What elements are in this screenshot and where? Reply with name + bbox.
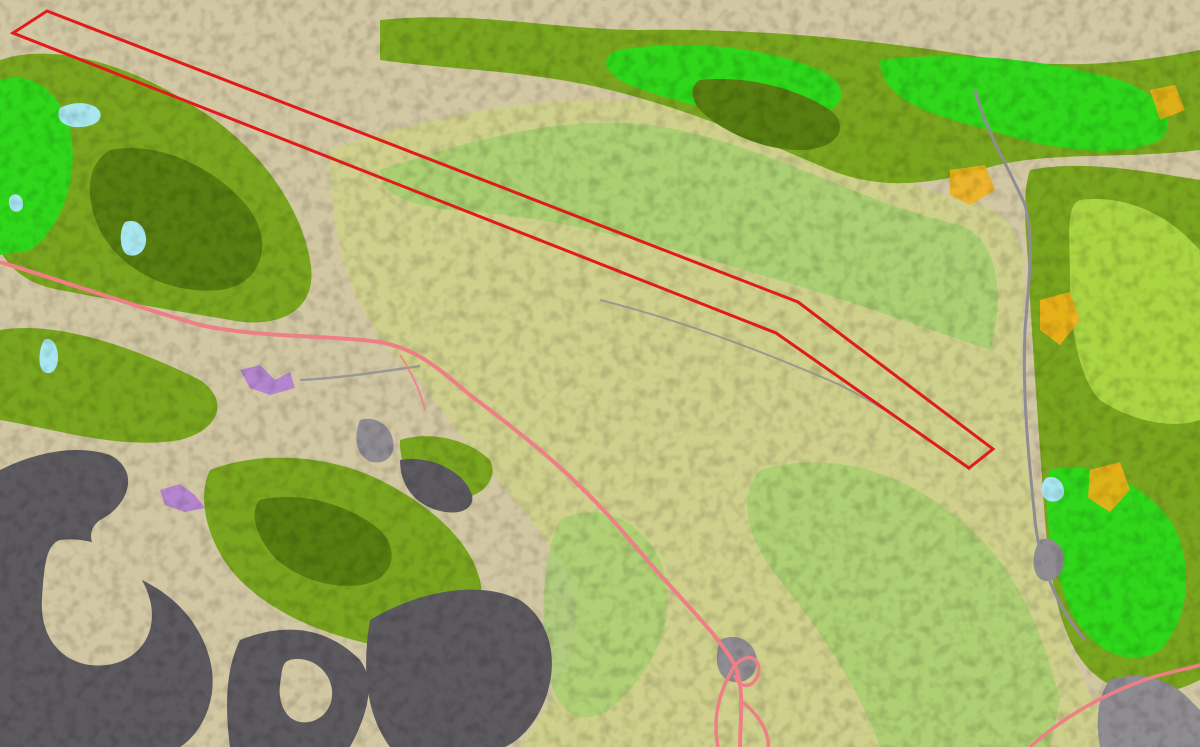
road-branch-west <box>399 354 426 411</box>
highway-southeast <box>1028 663 1200 747</box>
highway-main <box>0 260 744 747</box>
study-corridor-outline[interactable] <box>9 9 996 470</box>
highway-interchange <box>714 655 770 747</box>
track-east <box>973 89 1087 641</box>
